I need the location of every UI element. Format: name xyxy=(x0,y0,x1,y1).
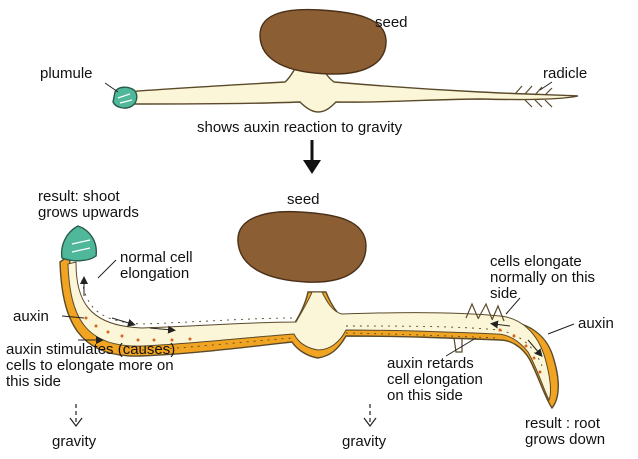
radicle-label: radicle xyxy=(543,66,587,82)
radicle-pointer xyxy=(540,82,552,90)
auxin-retards-label: auxin retards cell elongation on this si… xyxy=(387,356,483,404)
normal-cell-label: normal cell elongation xyxy=(120,250,193,282)
top-seed-shape xyxy=(260,10,386,74)
gravity-label-left: gravity xyxy=(52,434,96,450)
bottom-seed-shape xyxy=(238,212,366,283)
gravity-arrow-left xyxy=(70,404,82,426)
normal-cell-pointer xyxy=(98,260,116,278)
auxin-right-pointer xyxy=(548,324,574,334)
gravity-label-mid: gravity xyxy=(342,434,386,450)
shoot-tip xyxy=(62,226,97,261)
plumule-pointer xyxy=(105,83,118,92)
gravity-arrow-mid xyxy=(364,404,376,426)
caption-label: shows auxin reaction to gravity xyxy=(197,120,402,136)
top-seedling xyxy=(105,10,578,112)
seed-label-bottom: seed xyxy=(287,192,320,208)
auxin-left-label: auxin xyxy=(13,309,49,325)
cells-elongate-normally-label: cells elongate normally on this side xyxy=(490,254,595,302)
result-shoot-label: result: shoot grows upwards xyxy=(38,189,139,221)
auxin-stimulates-label: auxin stimulates (causes) cells to elong… xyxy=(6,342,175,390)
result-root-label: result : root grows down xyxy=(525,416,605,448)
down-arrow xyxy=(303,140,321,174)
plumule-label: plumule xyxy=(40,66,93,82)
retards-pointer xyxy=(446,338,476,356)
seed-label-top: seed xyxy=(375,15,408,31)
plumule-tip xyxy=(113,87,137,108)
auxin-right-label: auxin xyxy=(578,316,614,332)
